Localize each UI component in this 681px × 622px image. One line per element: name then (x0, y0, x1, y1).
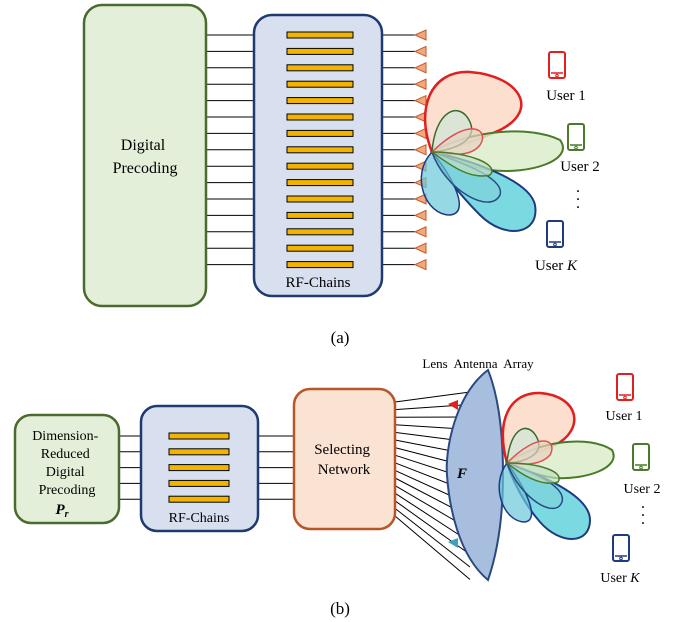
phone-icon (612, 534, 630, 562)
user2-label-a: User 2 (560, 159, 600, 175)
rf-chain-bar (286, 31, 354, 39)
ellipsis-dots: . (576, 195, 580, 212)
phone-icon (567, 123, 585, 151)
side-lobe (429, 151, 493, 177)
rf-chain-bar (168, 432, 230, 440)
ellipsis-dots: . (576, 187, 580, 204)
rf-chain-bar (286, 228, 354, 236)
rf-chain-bar (168, 448, 230, 456)
reduced-precoding-block (13, 413, 121, 525)
rf-chain-bar (286, 80, 354, 88)
reduced-precoding-label: Dimension- Reduced Digital Precoding (32, 429, 102, 498)
caption-a: (a) (331, 328, 350, 347)
antenna-element (413, 78, 427, 90)
ellipsis-dots: . (641, 503, 645, 520)
selector-line (394, 391, 471, 403)
antenna-element (413, 242, 427, 254)
antenna-element (413, 144, 427, 156)
p-r-symbol: Pr (55, 502, 68, 520)
phone-icon (616, 373, 634, 401)
a-antenna-elements (413, 29, 427, 271)
ellipsis-dots: . (576, 179, 580, 196)
antenna-element (413, 45, 427, 58)
rf-chain-bar (168, 479, 230, 487)
rf-chains-label-a: RF-Chains (285, 275, 350, 291)
ellipsis-dots: . (641, 495, 645, 512)
b-beam-pattern (498, 391, 615, 540)
rf-chain-bar (286, 64, 354, 72)
a-rf-chain-bars (286, 31, 354, 269)
rf-chain-bar (286, 47, 354, 55)
user1-label-a: User 1 (546, 88, 586, 104)
phone-icon (632, 443, 650, 471)
rf-chain-bar (286, 129, 354, 137)
phone-icon (546, 220, 564, 248)
selecting-network-label: Selecting Network (314, 442, 374, 478)
rf-chain-bar (168, 495, 230, 503)
rf-chain-bar (286, 162, 354, 170)
rf-chains-label-b: RF-Chains (169, 511, 230, 526)
user2-label-b: User 2 (624, 482, 661, 497)
antenna-element (413, 258, 427, 271)
userk-label-a: User K (535, 258, 578, 274)
rf-chain-bar (286, 211, 354, 219)
lens-antenna-array-label: Lens Antenna Array (422, 356, 534, 371)
selecting-network-block (292, 387, 397, 531)
panel-a: Digital Precoding RF-Chains User 1 User … (82, 3, 600, 347)
digital-precoding-label: Digital Precoding (113, 137, 178, 177)
caption-b: (b) (330, 599, 350, 618)
b-rf-chain-bars (168, 432, 230, 503)
side-lobe (504, 462, 560, 484)
rf-chain-bar (286, 113, 354, 121)
rf-chain-bar (168, 464, 230, 472)
user1-label-b: User 1 (606, 409, 643, 424)
panel-b: Dimension- Reduced Digital Precoding Pr … (13, 356, 661, 618)
selector-line (394, 515, 471, 580)
antenna-element (413, 29, 427, 41)
rf-chain-bar (286, 146, 354, 154)
rf-chains-block-a (252, 13, 384, 298)
rf-chain-bar (286, 97, 354, 105)
antenna-element (413, 209, 427, 222)
digital-precoding-block (82, 3, 208, 308)
antenna-element (413, 226, 427, 238)
rf-chain-bar (286, 195, 354, 203)
userk-label-b: User K (600, 571, 640, 586)
rf-chain-bar (286, 261, 354, 269)
selector-line (394, 508, 471, 568)
a-beam-pattern (420, 70, 564, 232)
ellipsis-dots: . (641, 511, 645, 528)
antenna-element (413, 62, 427, 74)
rf-chain-bar (286, 179, 354, 187)
antenna-element (413, 94, 427, 107)
antenna-element (413, 127, 427, 140)
rf-chain-bar (286, 244, 354, 252)
phone-icon (548, 51, 566, 79)
lens-f-symbol: F (456, 466, 467, 482)
